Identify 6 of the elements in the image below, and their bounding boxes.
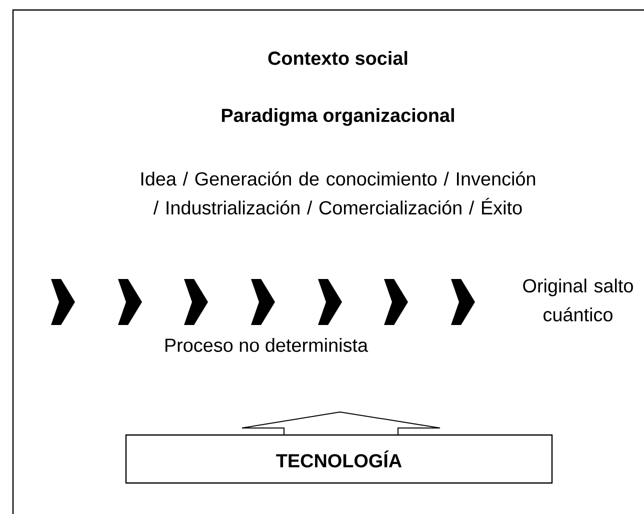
heading: Contexto social — [268, 51, 408, 65]
side-note: Original salto cuántico — [523, 278, 633, 322]
heading: Paradigma organizacional — [222, 108, 454, 126]
process-box: TECNOLOGÍA — [125, 434, 553, 484]
caption: Proceso no determinista — [166, 338, 368, 352]
stage-list: Idea / Generación de conocimiento / Invención / Industrialización / Comercialización / Éxito — [141, 172, 536, 214]
